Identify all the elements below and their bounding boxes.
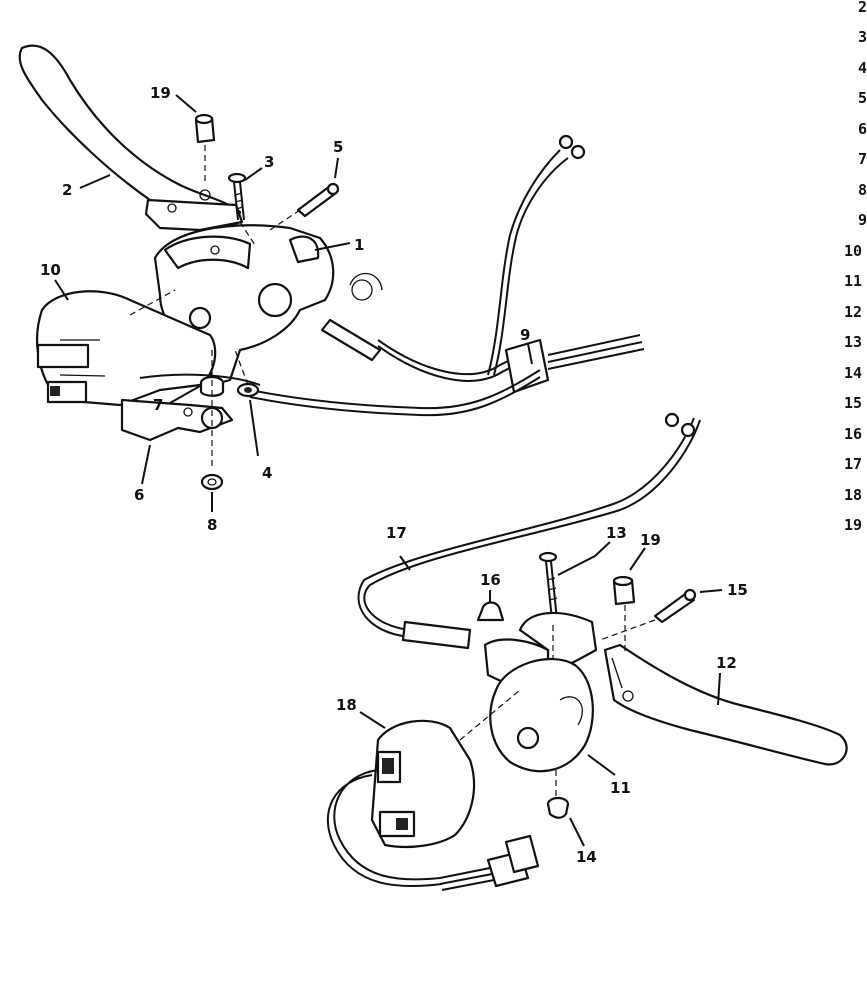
- bushing-left: [194, 113, 216, 144]
- callout-5: 5: [333, 138, 343, 156]
- screw-13: [538, 551, 558, 621]
- callout-3: 3: [264, 153, 274, 171]
- callout-11: 11: [610, 779, 631, 797]
- nut-14: [546, 796, 570, 819]
- index-num: 8: [858, 181, 867, 199]
- callout-8: 8: [207, 516, 217, 534]
- alignment-lines: [129, 145, 656, 798]
- index-num: 16: [844, 425, 862, 443]
- callout-16: 16: [480, 571, 501, 589]
- index-num: 13: [844, 333, 862, 351]
- callout-19-left: 19: [150, 84, 171, 102]
- harness-right: [326, 769, 540, 891]
- callout-14: 14: [576, 848, 597, 866]
- index-num: 15: [844, 394, 862, 412]
- screw-3: [227, 172, 247, 221]
- index-num: 2: [858, 0, 867, 16]
- index-num: 3: [858, 28, 867, 46]
- pin-15: [653, 588, 697, 624]
- adjuster-6: [120, 398, 234, 442]
- switch-housing-right: [370, 719, 476, 849]
- index-num: 7: [858, 150, 867, 168]
- index-num: 6: [858, 120, 867, 138]
- callout-15: 15: [727, 581, 748, 599]
- callout-4: 4: [262, 464, 272, 482]
- index-num: 17: [844, 455, 862, 473]
- callout-17: 17: [386, 524, 407, 542]
- index-num: 4: [858, 59, 867, 77]
- index-num: 11: [844, 272, 862, 290]
- right-index-column: 2 3 4 5 6 7 8 9 10 11 12 13 14 15 16 17 …: [844, 0, 867, 534]
- pin-5: [296, 182, 340, 218]
- index-num: 9: [858, 211, 867, 229]
- index-num: 18: [844, 486, 862, 504]
- callout-9: 9: [520, 326, 530, 344]
- callout-labels: 19 2 3 5 1 10 9 7 4 6 8 17 16 13 19 15 1…: [40, 84, 748, 866]
- callout-2: 2: [62, 181, 72, 199]
- callout-1: 1: [354, 236, 364, 254]
- callout-6: 6: [134, 486, 144, 504]
- lever-right: [603, 643, 848, 766]
- switch-housing-left: [36, 290, 217, 407]
- leader-lines: [54, 94, 723, 847]
- callout-7: 7: [153, 396, 163, 414]
- callout-12: 12: [716, 654, 737, 672]
- cap-16: [476, 601, 505, 622]
- index-num: 19: [844, 516, 862, 534]
- index-num: 5: [858, 89, 867, 107]
- callout-10: 10: [40, 261, 61, 279]
- callout-18: 18: [336, 696, 357, 714]
- callout-13: 13: [606, 524, 627, 542]
- index-num: 10: [844, 242, 862, 260]
- index-num: 14: [844, 364, 862, 382]
- callout-19-right: 19: [640, 531, 661, 549]
- bushing-right: [612, 575, 636, 606]
- index-num: 12: [844, 303, 862, 321]
- cable-9: [139, 134, 645, 417]
- nut-4: [236, 382, 260, 398]
- cable-17: [357, 412, 701, 650]
- lever-housing-right: [483, 611, 598, 773]
- washer-8: [200, 473, 224, 491]
